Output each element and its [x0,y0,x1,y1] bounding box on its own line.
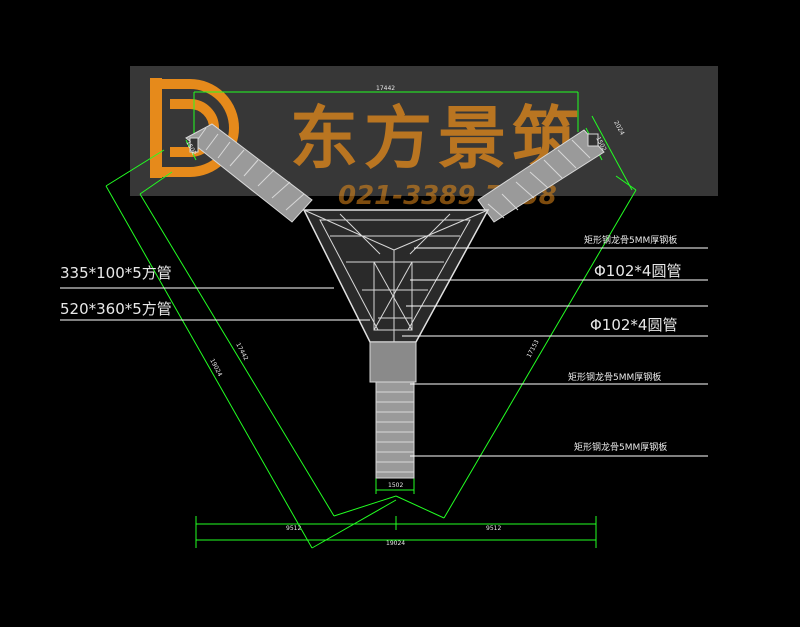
steel-structure [185,123,605,479]
dim-left-outer: 19024 [208,358,223,378]
dim-stem-width: 1502 [388,482,403,489]
dim-bottom-total: 19024 [386,540,405,547]
label-round-tube-1: Φ102*4圆管 [594,262,681,280]
dim-top-span: 17442 [376,85,395,92]
watermark-plate [130,66,718,196]
label-steel-plate-1: 矩形钢龙骨5MM厚钢板 [584,234,677,246]
label-square-tube-520: 520*360*5方管 [60,300,172,318]
left-arm [185,123,313,223]
label-round-tube-2: Φ102*4圆管 [590,316,677,334]
label-square-tube-335: 335*100*5方管 [60,264,172,282]
dim-bottom-left-half: 9512 [286,525,301,532]
stem [369,341,417,479]
core-truss [302,209,490,343]
right-arm [477,129,605,223]
label-steel-plate-3: 矩形钢龙骨5MM厚钢板 [574,441,667,453]
dimension-lines [105,91,637,549]
leader-lines [60,247,708,457]
label-steel-plate-2: 矩形钢龙骨5MM厚钢板 [568,371,661,383]
dim-left-inner: 17442 [234,342,249,362]
watermark: 东方景筑 021-3389 7758 [130,66,718,211]
dim-bottom-right-half: 9512 [486,525,501,532]
